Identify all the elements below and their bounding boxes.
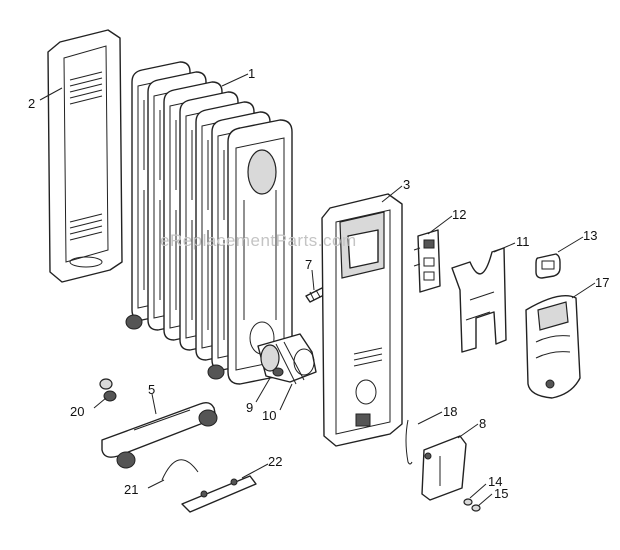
small-cover (535, 253, 561, 279)
radiator-fins (125, 61, 293, 385)
callout-10: 10 (262, 408, 276, 423)
control-housing (525, 295, 581, 399)
front-panel-vents (353, 347, 383, 367)
knob-plate (421, 435, 467, 501)
callout-3: 3 (403, 177, 410, 192)
callout-18: 18 (443, 404, 457, 419)
callout-17: 17 (595, 275, 609, 290)
callout-labels: 2 1 3 12 11 13 17 7 9 10 5 20 18 8 14 15… (28, 66, 609, 501)
heating-element-assembly (257, 333, 317, 385)
callout-15: 15 (494, 486, 508, 501)
callout-21: 21 (124, 482, 138, 497)
callout-12: 12 (452, 207, 466, 222)
fin-slots (143, 100, 277, 340)
callout-14: 14 (488, 474, 502, 489)
callout-22: 22 (268, 454, 282, 469)
callout-9: 9 (246, 400, 253, 415)
callout-20: 20 (70, 404, 84, 419)
screw-15 (471, 504, 481, 512)
foot-plate (181, 475, 257, 513)
callout-1: 1 (248, 66, 255, 81)
feet-base (101, 401, 218, 469)
caster-part (99, 378, 117, 402)
screw-14 (463, 498, 473, 506)
callout-13: 13 (583, 228, 597, 243)
wire-part (405, 419, 413, 465)
side-panel (47, 29, 123, 283)
switch-module (413, 229, 441, 293)
callout-8: 8 (479, 416, 486, 431)
watermark-text: eReplacementParts.com (160, 231, 357, 250)
leader-lines (39, 73, 596, 507)
caster-wheels (125, 314, 225, 380)
callout-7: 7 (305, 257, 312, 272)
callout-11: 11 (516, 234, 530, 249)
bracket-part (451, 247, 507, 353)
side-panel-vents-top (69, 71, 103, 105)
front-control-panel (321, 193, 403, 447)
arc-wire (161, 459, 199, 481)
callout-2: 2 (28, 96, 35, 111)
callout-5: 5 (148, 382, 155, 397)
side-panel-vents-bottom (69, 213, 103, 241)
